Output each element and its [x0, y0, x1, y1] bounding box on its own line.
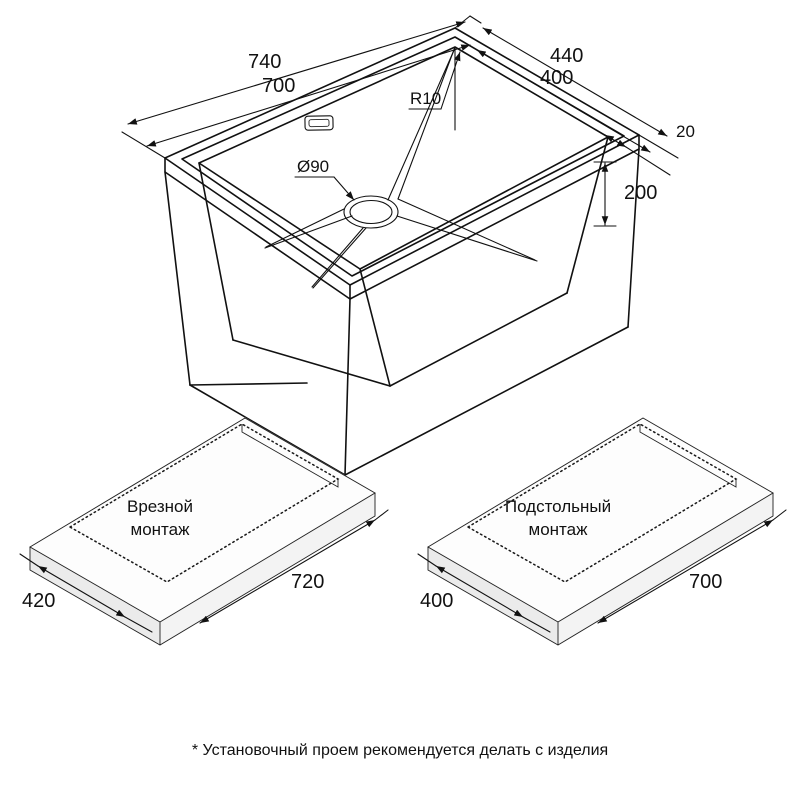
dim-420-ext-bottom — [124, 616, 153, 633]
dimension-700-undermount: 700 — [597, 509, 787, 624]
sink-body-bottom-front-right — [344, 326, 629, 476]
sink-body-front-corner — [344, 298, 351, 476]
dim-740-ext-right — [454, 15, 471, 29]
dimension-420: 420 — [19, 553, 153, 633]
dim-700u-ext — [772, 509, 787, 521]
dim-400u-ext-bottom — [522, 616, 551, 633]
sink-body-edge-left — [164, 171, 191, 386]
undermount-label-line1: Подстольный — [505, 497, 611, 516]
sink-rim-thickness-front — [164, 157, 351, 300]
dimension-20: 20 — [604, 122, 695, 176]
drop-in-label-line2: монтаж — [131, 520, 191, 539]
drain-diameter-label: Ø90 — [297, 157, 329, 176]
dim-200-label: 200 — [624, 182, 657, 204]
dim-420-ext-top — [19, 553, 39, 567]
mount-panel-drop-in: Врезной монтаж 420 720 — [19, 417, 389, 646]
dim-20-label: 20 — [676, 122, 695, 141]
mount-panel-undermount: Подстольный монтаж 400 700 — [417, 417, 787, 646]
drain-radial-sw — [312, 227, 367, 289]
basin-wall-front — [359, 268, 391, 387]
basin-wall-right — [566, 136, 609, 294]
basin-wall-left — [198, 162, 234, 341]
dim-400-label: 400 — [540, 67, 573, 89]
dim-740-label: 740 — [248, 51, 281, 73]
drain-outer-ring — [343, 195, 399, 229]
dim-400u-label: 400 — [420, 590, 453, 612]
dim-700u-label: 700 — [689, 571, 722, 593]
basin-bottom-front-left — [232, 339, 391, 387]
dim-440-label: 440 — [550, 45, 583, 67]
drain-radial-w — [265, 208, 345, 248]
dim-720-line — [199, 519, 376, 624]
dim-400u-line — [435, 565, 524, 618]
dim-420-label: 420 — [22, 590, 55, 612]
basin-fold-rear-right — [397, 198, 536, 261]
dim-440-ext-right — [638, 134, 679, 159]
dim-20-line — [604, 134, 627, 148]
dim-740-ext-left — [121, 131, 166, 159]
dimension-720: 720 — [199, 509, 389, 624]
dim-20-leader — [625, 146, 671, 176]
drain-inner-ring — [349, 199, 393, 225]
basin-fold-front-lower — [311, 227, 364, 288]
sink-isometric-body — [164, 27, 640, 476]
drain-label-leader — [333, 176, 355, 201]
r10-label: R10 — [410, 89, 441, 108]
sink-body-edge-right — [627, 148, 640, 328]
dim-700-line — [146, 44, 471, 147]
dim-720-label: 720 — [291, 571, 324, 593]
drop-in-label-line1: Врезной — [127, 497, 193, 516]
dim-700u-line — [597, 519, 774, 624]
drain-radial-e — [396, 215, 538, 262]
drain-assembly — [343, 195, 399, 229]
installation-footnote: * Установочный проем рекомендуется делат… — [192, 742, 608, 759]
undermount-cutout-inner-wall — [639, 424, 737, 488]
undermount-label-line2: монтаж — [529, 520, 589, 539]
dim-720-ext — [374, 509, 389, 521]
basin-bottom-front-right — [389, 292, 568, 387]
dim-420-line — [37, 565, 126, 618]
dimension-700: 700 — [146, 44, 471, 147]
label-drain-diameter: Ø90 — [294, 157, 355, 201]
dimension-200: 200 — [593, 161, 657, 227]
dim-440-ext-left — [469, 15, 482, 24]
r10-leader — [440, 51, 461, 110]
dim-400u-ext-top — [417, 553, 437, 567]
sink-body-bottom-front-left — [189, 384, 346, 476]
dimension-400-undermount: 400 — [417, 553, 551, 633]
drop-in-cutout-inner-wall — [241, 424, 339, 488]
label-r10: R10 — [408, 47, 461, 131]
basin-fold-left — [264, 215, 353, 249]
sink-body-bottom-left-seg — [189, 382, 308, 386]
dim-700-label: 700 — [262, 75, 295, 97]
